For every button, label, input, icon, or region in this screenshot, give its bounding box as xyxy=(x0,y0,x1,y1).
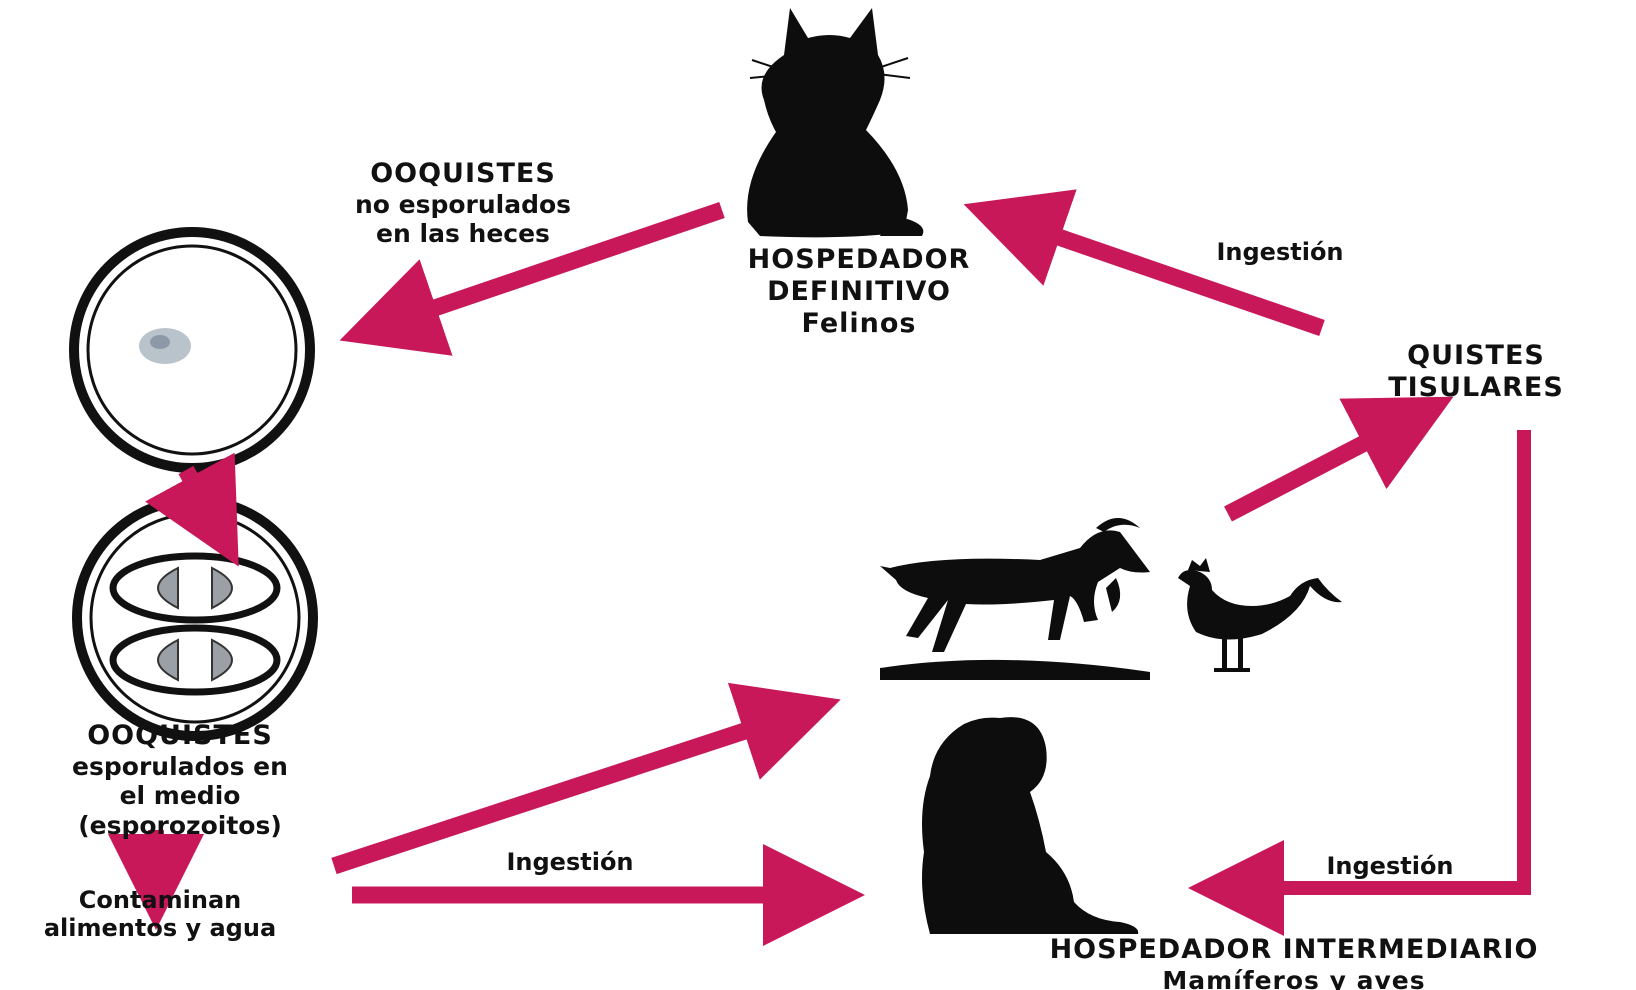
sporulated-oocysts-line1: OOQUISTES xyxy=(87,720,273,751)
oocyst-unsporulated-icon xyxy=(69,227,315,473)
unsporulated-oocysts-line3: en las heces xyxy=(376,219,550,249)
tissue-cysts-line1: QUISTES xyxy=(1407,340,1545,371)
goat-icon xyxy=(880,518,1150,680)
cycle-arrows xyxy=(108,189,1531,946)
intermediate-host-line1: HOSPEDADOR INTERMEDIARIO xyxy=(1049,934,1539,965)
sporulated-oocysts-label: OOQUISTES esporulados en el medio (espor… xyxy=(20,720,340,840)
cat-whiskers xyxy=(749,57,911,79)
contamination-line1: Contaminan xyxy=(78,886,242,914)
pregnant-woman-icon xyxy=(922,717,1139,934)
ingestion-bottom-right-label: Ingestión xyxy=(1326,852,1454,880)
intermediate-host-line2: Mamíferos y aves xyxy=(1162,965,1426,990)
unsporulated-oocysts-line1: OOQUISTES xyxy=(370,158,556,189)
tissue-cysts-label: QUISTES TISULARES xyxy=(1346,340,1606,404)
arrow-cysts-to-cat xyxy=(963,189,1325,337)
definitive-host-line1: HOSPEDADOR xyxy=(747,244,971,275)
arrow-oocyst-sporulation xyxy=(145,452,239,567)
rooster-icon xyxy=(1178,558,1342,672)
sporulated-oocysts-line3: el medio xyxy=(119,781,241,811)
arrow-cysts-to-human-path xyxy=(1270,430,1531,895)
tissue-cysts-line2: TISULARES xyxy=(1388,371,1564,403)
unsporulated-oocysts-label: OOQUISTES no esporulados en las heces xyxy=(318,158,608,249)
arrow-animals-to-cysts xyxy=(1224,396,1454,522)
oocyst-sporulated-icon xyxy=(72,495,318,741)
sporulated-oocysts-line2: esporulados en xyxy=(72,751,288,781)
intermediate-host-label: HOSPEDADOR INTERMEDIARIO Mamíferos y ave… xyxy=(958,934,1630,990)
arrow-cat-to-oocyst xyxy=(339,201,725,356)
sporulated-oocysts-line4: (esporozoitos) xyxy=(78,810,282,840)
cat-icon xyxy=(747,8,924,238)
ingestion-bottom-left-label: Ingestión xyxy=(506,848,634,876)
contamination-line2: alimentos y agua xyxy=(43,914,277,943)
definitive-host-label: HOSPEDADOR DEFINITIVO Felinos xyxy=(700,244,1018,340)
definitive-host-line3: Felinos xyxy=(801,307,917,339)
contamination-label: Contaminan alimentos y agua xyxy=(10,886,310,943)
arrow-oocyst-to-animals xyxy=(331,682,841,875)
unsporulated-oocysts-line2: no esporulados xyxy=(354,189,572,219)
definitive-host-line2: DEFINITIVO xyxy=(767,275,951,307)
ingestion-top-label: Ingestión xyxy=(1216,238,1344,266)
